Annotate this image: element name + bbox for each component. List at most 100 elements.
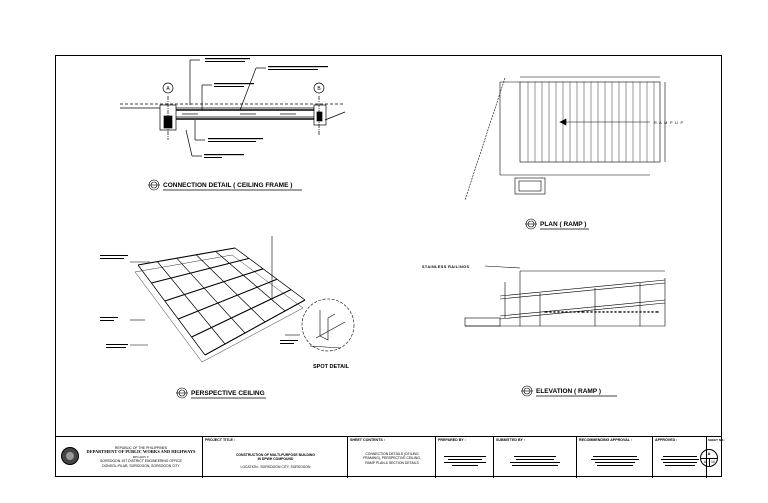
gravel-dot [545,311,547,313]
gravel-dot [610,311,612,313]
ceiling-runner [164,268,264,302]
title-block: REPUBLIC OF THE PHILIPPINES DEPARTMENT O… [55,436,726,478]
ceiling-furring [195,254,266,323]
gravel-dot [624,311,626,313]
sheet-number-badge: A A 10 [700,449,718,467]
gravel-dot [557,311,559,313]
ceiling-furring [215,251,286,312]
agency-line1: REPUBLIC OF THE PHILIPPINES [114,446,168,450]
gravel-dot [595,311,597,313]
plan-ramp-title: PLAN ( RAMP ) [540,221,586,228]
section-symbol-plan [525,218,537,230]
gravel-dot [635,311,637,313]
gravel-dot [648,311,650,313]
gravel-dot [591,311,593,313]
gravel-dot [553,311,555,313]
gravel-dot [619,311,621,313]
gravel-dot [632,311,634,313]
approved-signature [661,454,699,468]
gravel-dot [652,311,654,313]
gravel-dot [565,311,567,313]
gravel-dot [647,311,649,313]
section-symbol-elevation [521,385,533,397]
ceiling-runner [151,257,250,284]
gravel-dot [643,311,645,313]
project-title-cell: PROJECT TITLE : CONSTRUCTION OF MULTI-PU… [202,437,347,478]
ceiling-furring [176,257,246,334]
gravel-dot [656,311,658,313]
elevation-ramp-drawing [464,265,666,327]
gravel-dot [590,311,592,313]
agency-line5: DONSOL-PILAR, SORSOGON, SORSOGON CITY [102,463,180,468]
project-title-value2: IN DPWH COMPOUND [257,457,294,462]
gravel-dot [577,311,579,313]
drawing-sheet-border [55,55,722,477]
sheet-contents-value3: RAMP PLAN & SECTION DETAILS [365,460,419,465]
gravel-dot [602,311,604,313]
section-symbol-connection [148,179,160,191]
gravel-dot [594,311,596,313]
sheet-number-label: SHEET NO.: [708,438,726,442]
sheet-contents-value2: FRAMING), PERSPECTIVE CEILING, [363,456,421,461]
project-title-value1: CONSTRUCTION OF MULTI-PURPOSE BUILDING [235,453,316,457]
gravel-dot [627,311,629,313]
ceiling-furring [234,247,306,301]
prepared-by-cell: PREPARED BY : [435,437,493,478]
gravel-dot [562,311,564,313]
gravel-dot [611,311,613,313]
approved-label: APPROVED : [655,438,678,442]
gravel-dot [598,311,600,313]
gravel-dot [574,311,576,313]
grid-b-label: B [317,86,321,92]
agency-line2: DEPARTMENT OF PUBLIC WORKS AND HIGHWAYS [86,449,196,455]
grid-bubble-b [313,82,325,94]
submitted-by-signature [510,454,560,468]
ramp-up-label: R A M P U P [654,121,684,125]
gravel-dot [606,311,608,313]
gravel-dot [578,311,580,313]
gravel-dot [618,311,620,313]
connection-detail-title: CONNECTION DETAIL ( CEILING FRAME ) [163,182,292,189]
approved-cell: APPROVED : [652,437,706,478]
gravel-dot [631,311,633,313]
prepared-by-label: PREPARED BY : [438,438,466,442]
grid-bubble-a [162,82,174,94]
project-location: LOCATION : SORSOGON CITY, SORSOGON [240,464,311,469]
section-symbol-perspective [176,387,188,399]
project-title-label: PROJECT TITLE : [205,438,236,442]
ceiling-runner [191,289,292,338]
gravel-dot [657,311,659,313]
gravel-dot [655,311,657,313]
sheet-contents-cell: SHEET CONTENTS : CONNECTION DETAILS (CEI… [347,437,435,478]
agency-cell: REPUBLIC OF THE PHILIPPINES DEPARTMENT O… [55,437,202,478]
gravel-dot [581,311,583,313]
ceiling-furring [137,264,206,356]
gravel-dot [587,311,589,313]
recommending-approval-signature [591,454,639,468]
recommending-approval-cell: RECOMMENDING APPROVAL : [576,437,652,478]
gravel-dot [544,311,546,313]
gravel-dot [614,311,616,313]
sheet-contents-label: SHEET CONTENTS : [350,438,385,442]
submitted-by-label: SUBMITTED BY : [496,438,526,442]
gravel-dot [623,311,625,313]
elevation-ramp-title: ELEVATION ( RAMP ) [536,388,601,395]
gravel-dot [549,311,551,313]
ceiling-runner [137,247,236,266]
gravel-dot [561,311,563,313]
gravel-dot [599,311,601,313]
sheet-number-value: A [707,451,711,456]
gravel-dot [570,311,572,313]
ceiling-furring [157,261,226,345]
recommending-approval-label: RECOMMENDING APPROVAL : [579,438,633,442]
perspective-ceiling-title: PERSPECTIVE CEILING [191,390,265,397]
gravel-dot [644,311,646,313]
gravel-dot [620,311,622,313]
gravel-dot [546,311,548,313]
ceiling-runner [204,299,306,356]
gravel-dot [550,311,552,313]
gravel-dot [558,311,560,313]
plan-ramp-drawing [464,76,666,201]
gravel-dot [583,311,585,313]
